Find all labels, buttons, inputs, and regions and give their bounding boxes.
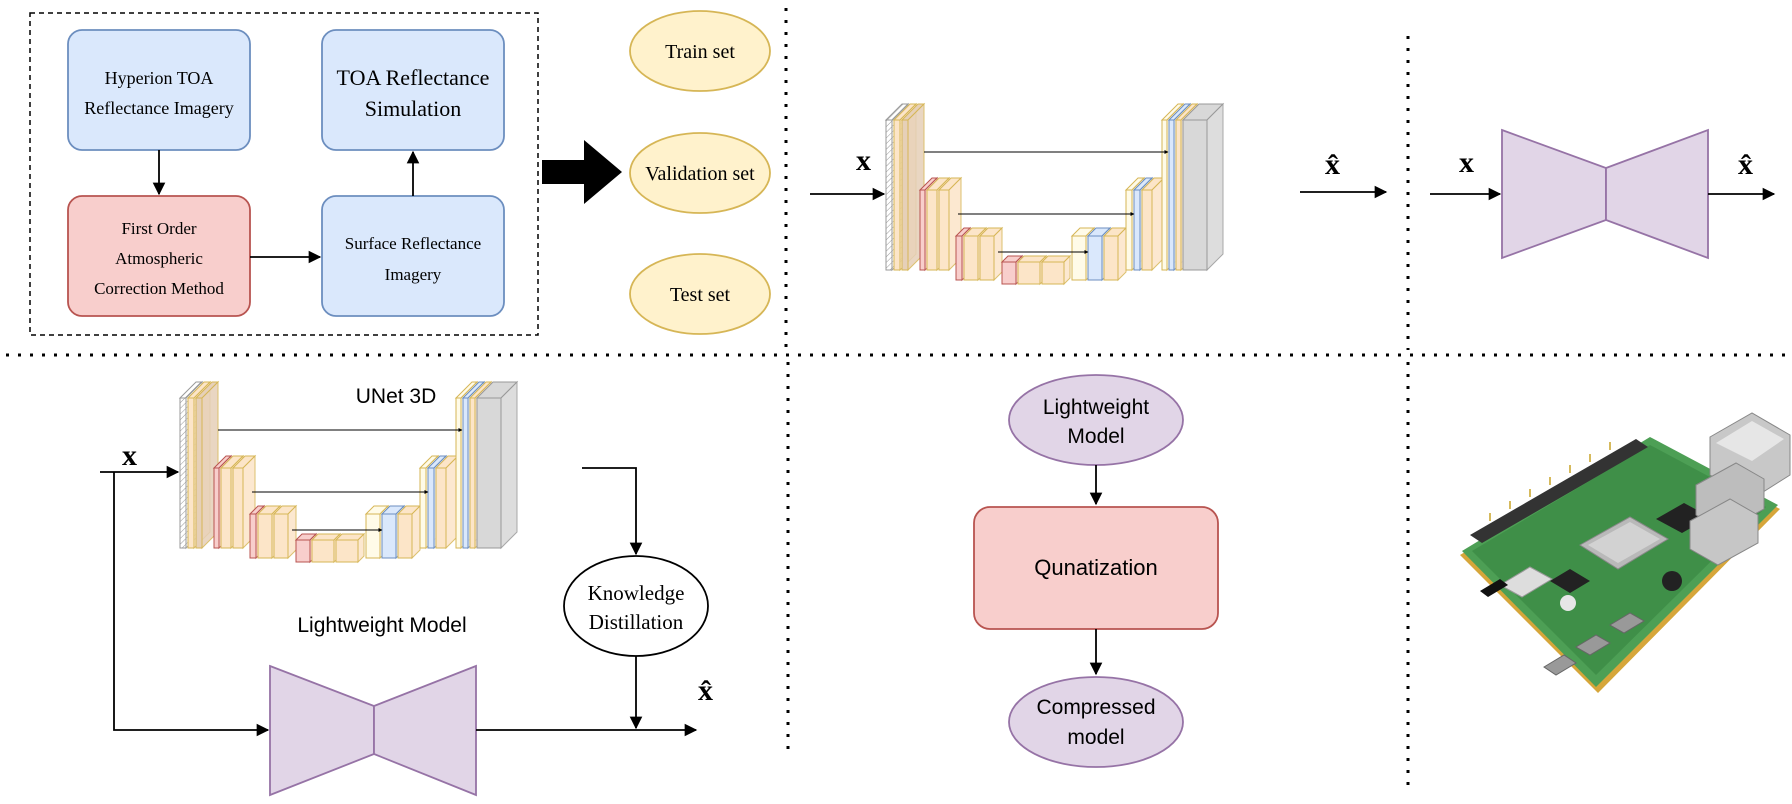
preprocessing-dashed-frame bbox=[29, 12, 539, 336]
lw-top-input-symbol: x bbox=[1459, 146, 1474, 179]
unet-bottleneck-a bbox=[1016, 254, 1048, 286]
lw-top-output-symbol: x̂ bbox=[1738, 148, 1753, 181]
unet-bottleneck-b bbox=[1040, 254, 1072, 286]
first-order-correction-box bbox=[67, 195, 251, 317]
toa-simulation-label-2: Simulation bbox=[365, 96, 462, 121]
unet-dec2-b bbox=[1140, 176, 1166, 272]
hyperion-toa-box bbox=[67, 29, 251, 151]
compressed-model-label-1: Compressed bbox=[1036, 696, 1155, 719]
lw-bottom-encoder bbox=[269, 664, 375, 797]
lw-top-decoder bbox=[1605, 128, 1709, 260]
validation-set-label: Validation set bbox=[645, 163, 755, 185]
big-block-arrow bbox=[542, 140, 622, 204]
unet-dec3-b bbox=[396, 504, 422, 560]
surface-reflectance-label-1: Surface Reflectance bbox=[345, 234, 481, 253]
first-order-label-2: Atmospheric bbox=[115, 249, 203, 268]
unet-top-input-symbol: x bbox=[856, 144, 871, 177]
kd-label-2: Distillation bbox=[589, 610, 684, 634]
kd-output-symbol: x̂ bbox=[698, 674, 713, 707]
toa-simulation-label-1: TOA Reflectance bbox=[337, 65, 490, 90]
lightweight-model-label: Lightweight Model bbox=[297, 614, 466, 637]
lightweight-model-top: x x̂ bbox=[1430, 128, 1776, 260]
unet3d-bottom bbox=[178, 380, 519, 564]
unet3d-top bbox=[884, 102, 1225, 286]
lightweight-model-ellipse bbox=[1008, 374, 1184, 466]
test-set-label: Test set bbox=[670, 284, 731, 306]
unet-output-volume bbox=[475, 380, 519, 550]
validation-set-ellipse bbox=[629, 132, 771, 214]
preprocessing-group: Hyperion TOA Reflectance Imagery TOA Ref… bbox=[29, 12, 539, 336]
unet-output-volume bbox=[1181, 102, 1225, 272]
compression-flow: Lightweight Model Qunatization Compresse… bbox=[973, 374, 1219, 768]
train-set-label: Train set bbox=[665, 41, 735, 63]
first-order-label-1: First Order bbox=[121, 219, 196, 238]
quantization-label: Qunatization bbox=[1034, 555, 1158, 580]
hyperion-toa-label-1: Hyperion TOA bbox=[105, 68, 214, 88]
kd-label-1: Knowledge bbox=[588, 581, 685, 605]
surface-reflectance-box bbox=[321, 195, 505, 317]
lw-top-encoder bbox=[1501, 128, 1607, 260]
knowledge-distillation-ellipse bbox=[563, 555, 709, 657]
lightweight-model-label-1: Lightweight bbox=[1043, 396, 1149, 419]
unet3d-label: UNet 3D bbox=[356, 385, 437, 408]
compressed-model-ellipse bbox=[1008, 676, 1184, 768]
kd-input-to-lightweight-arrow bbox=[113, 472, 270, 737]
unet-bottleneck-b bbox=[334, 532, 366, 564]
unet-enc3-b bbox=[978, 226, 1004, 282]
section-dividers bbox=[6, 8, 1790, 792]
raspberry-pi-board-icon bbox=[1460, 412, 1791, 693]
kd-input-symbol: x bbox=[122, 439, 137, 472]
compressed-model-label-2: model bbox=[1067, 726, 1124, 749]
unet-top-output-symbol: x̂ bbox=[1325, 148, 1340, 181]
unet-dec2-b bbox=[434, 454, 460, 550]
unet-enc3-b bbox=[272, 504, 298, 560]
surface-reflectance-label-2: Imagery bbox=[385, 265, 442, 284]
first-order-label-3: Correction Method bbox=[94, 279, 224, 298]
unet-dec3-b bbox=[1102, 226, 1128, 282]
toa-simulation-box bbox=[321, 29, 505, 151]
lw-bottom-decoder bbox=[373, 664, 477, 797]
unet-to-kd-arrow bbox=[582, 467, 643, 556]
test-set-ellipse bbox=[629, 253, 771, 335]
hyperion-toa-label-2: Reflectance Imagery bbox=[84, 98, 233, 118]
train-set-ellipse bbox=[629, 10, 771, 92]
lightweight-model-label-2: Model bbox=[1067, 425, 1124, 448]
dataset-splits: Train set Validation set Test set bbox=[629, 10, 771, 335]
